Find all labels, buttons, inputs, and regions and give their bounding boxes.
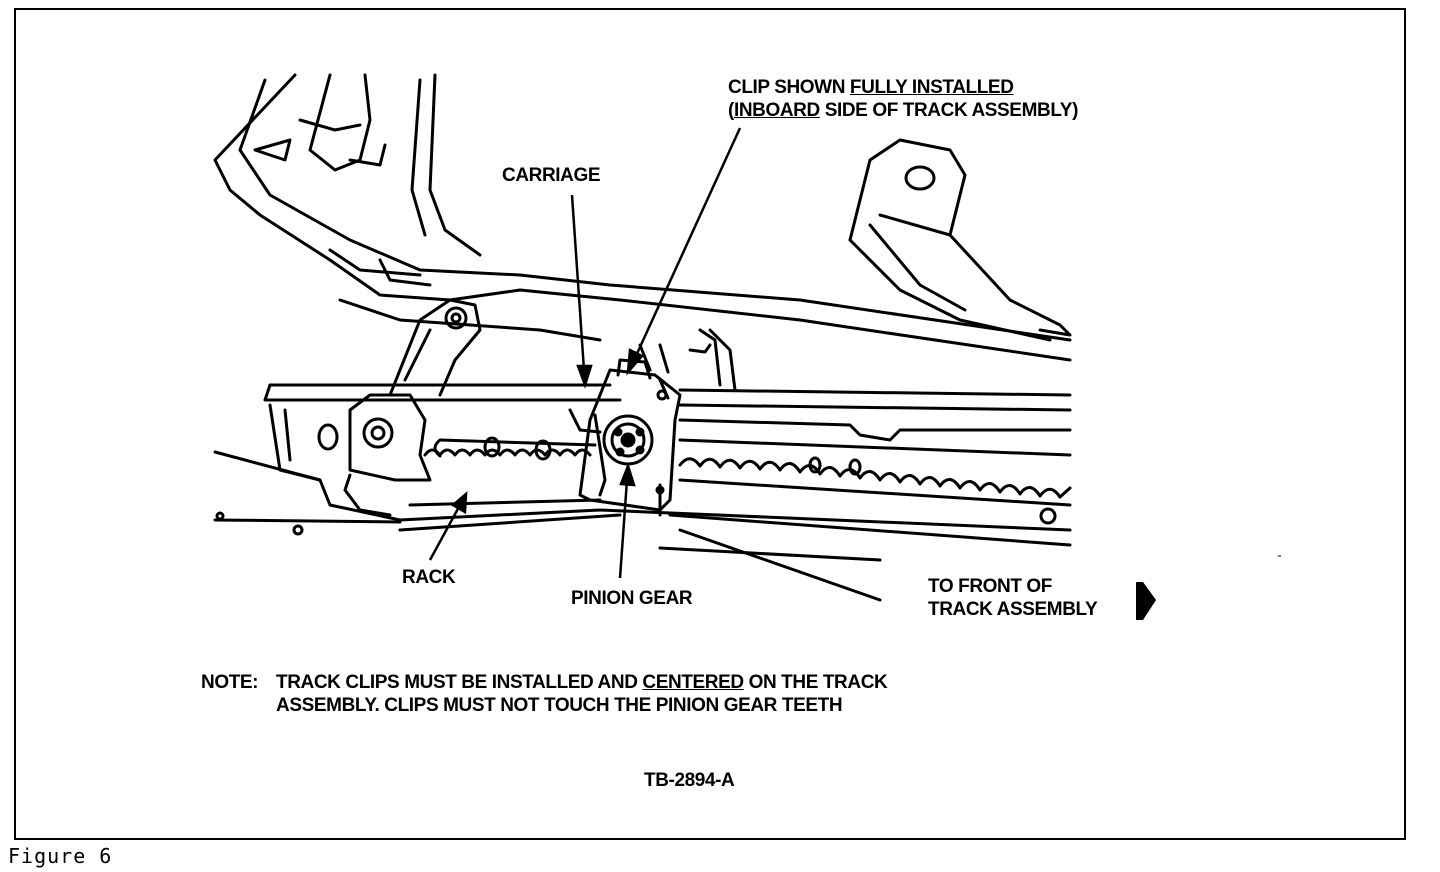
note-line-2: ASSEMBLY. CLIPS MUST NOT TOUCH THE PINIO… bbox=[201, 694, 887, 717]
rack bbox=[213, 403, 1072, 602]
front-direction-label: TO FRONT OF TRACK ASSEMBLY bbox=[928, 575, 1098, 621]
pinion-gear bbox=[602, 414, 654, 466]
clip-callout-line2-prefix: ( bbox=[728, 100, 734, 121]
clip-callout-line1-underlined: FULLY INSTALLED bbox=[849, 77, 1014, 98]
figure-caption: Figure 6 bbox=[8, 844, 113, 868]
upper-rail bbox=[263, 383, 1072, 457]
installation-note: NOTE: TRACK CLIPS MUST BE INSTALLED AND C… bbox=[201, 671, 888, 717]
figure-frame bbox=[14, 8, 1406, 840]
note-line2: ASSEMBLY. CLIPS MUST NOT TOUCH THE PINIO… bbox=[276, 695, 843, 716]
rack-label: RACK bbox=[402, 567, 456, 588]
pinion-gear-label: PINION GEAR bbox=[571, 588, 693, 609]
carriage-clip bbox=[578, 358, 682, 512]
note-label: NOTE: bbox=[201, 672, 259, 693]
clip-callout-line2-suffix: SIDE OF TRACK ASSEMBLY) bbox=[819, 100, 1079, 121]
rear-end-plate bbox=[215, 393, 432, 536]
front-direction-line1: TO FRONT OF bbox=[928, 576, 1053, 597]
note-line1-a: TRACK CLIPS MUST BE INSTALLED AND bbox=[276, 672, 643, 693]
front-direction-line2: TRACK ASSEMBLY bbox=[928, 599, 1098, 620]
clip-callout-line1-prefix: CLIP SHOWN bbox=[728, 77, 850, 98]
note-line1-underlined: CENTERED bbox=[642, 672, 744, 693]
leader-lines bbox=[428, 127, 742, 579]
rear-bracket bbox=[388, 298, 482, 397]
seat-frame bbox=[213, 73, 1072, 362]
note-line1-b: ON THE TRACK bbox=[743, 672, 888, 693]
front-bracket bbox=[638, 138, 1072, 392]
figure-id: TB-2894-A bbox=[644, 770, 735, 791]
carriage-label: CARRIAGE bbox=[502, 165, 601, 186]
note-line-1: NOTE: TRACK CLIPS MUST BE INSTALLED AND C… bbox=[201, 671, 888, 694]
arrow-right-icon bbox=[1136, 582, 1156, 620]
clip-callout-line2-underlined: INBOARD bbox=[733, 100, 820, 121]
clip-callout: CLIP SHOWN FULLY INSTALLED (INBOARD SIDE… bbox=[728, 76, 1078, 122]
